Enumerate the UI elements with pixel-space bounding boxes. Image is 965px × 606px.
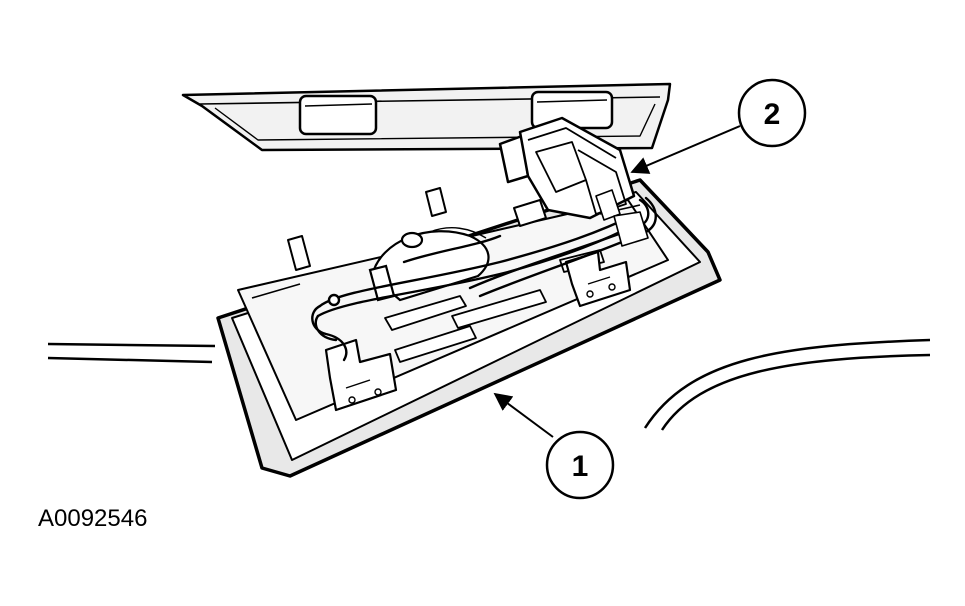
callout-2: 2 — [737, 78, 807, 148]
wiring-connector — [498, 116, 649, 247]
callout-1-number: 1 — [572, 450, 589, 483]
figure-id-label: A0092546 — [38, 505, 147, 532]
leader-arrow-2 — [630, 125, 741, 174]
leader-lines — [493, 125, 741, 438]
callout-1: 1 — [545, 430, 615, 500]
headliner-contour — [47, 338, 931, 431]
leader-arrow-1 — [493, 392, 554, 438]
lamp-housing — [216, 178, 722, 478]
callout-2-number: 2 — [764, 98, 781, 131]
